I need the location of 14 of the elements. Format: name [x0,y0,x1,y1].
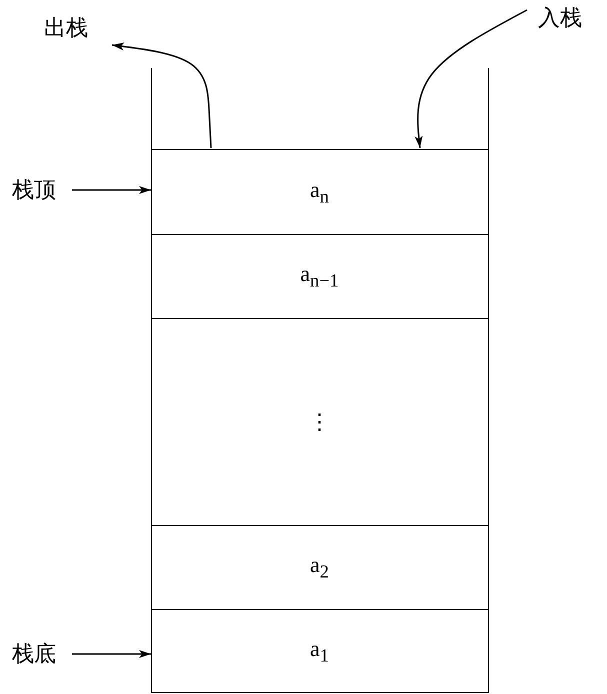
operation-label: 入栈 [526,4,594,32]
operation-label: 出栈 [36,14,96,42]
element-label: a$_{n}$ [310,178,329,206]
arrow [414,9,528,148]
element-label: a$_{1}$ [310,638,329,665]
pointer-label: 栈底 [0,640,68,668]
arrow [72,186,151,194]
arrow [72,650,151,658]
element-label: a$_{n−1}$ [300,263,339,290]
arrow [112,42,212,148]
element-label: a$_{2}$ [310,554,329,581]
element-label: ⋮ [308,411,330,433]
pointer-label: 栈顶 [0,176,68,204]
stack-container [151,68,489,693]
